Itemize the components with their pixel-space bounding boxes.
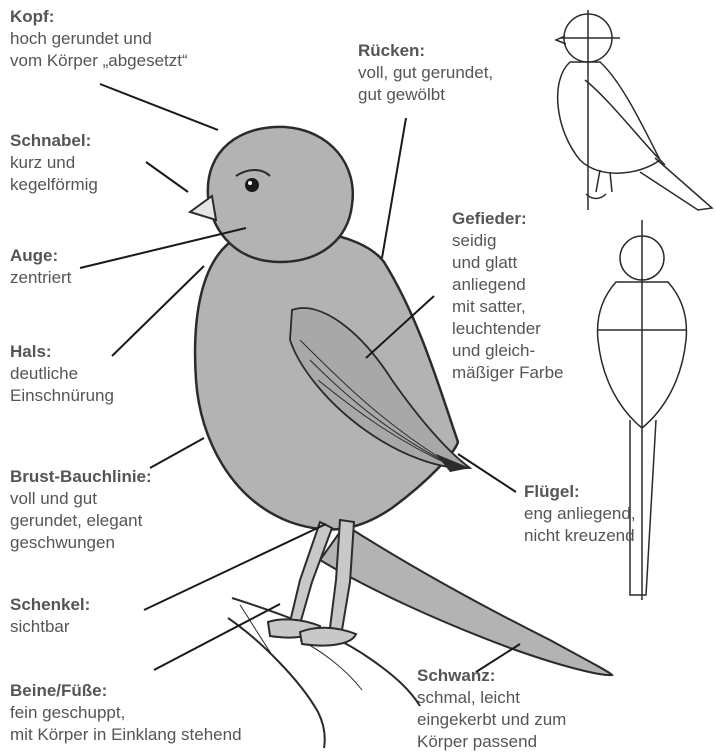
label-gefieder-line-1: seidig bbox=[452, 230, 563, 252]
label-kopf-line-2: vom Körper „abgesetzt“ bbox=[10, 50, 188, 72]
label-schnabel-line-1: kurz und bbox=[10, 152, 98, 174]
bird-head bbox=[208, 127, 353, 262]
label-beine-line-2: mit Körper in Einklang stehend bbox=[10, 724, 242, 746]
bird-tail bbox=[320, 525, 612, 675]
label-brust-line-2: gerundet, elegant bbox=[10, 510, 152, 532]
label-hals-line-1: deutliche bbox=[10, 363, 114, 385]
label-gefieder-line-6: und gleich- bbox=[452, 340, 563, 362]
label-brust-bauchlinie: Brust-Bauchlinie: voll und gut gerundet,… bbox=[10, 466, 152, 554]
construction-sketch-side bbox=[556, 10, 712, 210]
label-ruecken-title: Rücken: bbox=[358, 40, 493, 62]
label-gefieder-title: Gefieder: bbox=[452, 208, 563, 230]
label-fluegel: Flügel: eng anliegend, nicht kreuzend bbox=[524, 481, 636, 547]
label-schwanz-title: Schwanz: bbox=[417, 665, 566, 687]
label-gefieder-line-5: leuchtender bbox=[452, 318, 563, 340]
label-beine-line-1: fein geschuppt, bbox=[10, 702, 242, 724]
label-gefieder-line-3: anliegend bbox=[452, 274, 563, 296]
label-hals-line-2: Einschnürung bbox=[10, 385, 114, 407]
label-gefieder-line-7: mäßiger Farbe bbox=[452, 362, 563, 384]
pointer-ruecken bbox=[382, 118, 406, 258]
label-schnabel-title: Schnabel: bbox=[10, 130, 98, 152]
label-brust-line-1: voll und gut bbox=[10, 488, 152, 510]
label-ruecken: Rücken: voll, gut gerundet, gut gewölbt bbox=[358, 40, 493, 106]
bird-beak bbox=[190, 196, 216, 220]
label-fluegel-title: Flügel: bbox=[524, 481, 636, 503]
label-auge-title: Auge: bbox=[10, 245, 71, 267]
label-fluegel-line-2: nicht kreuzend bbox=[524, 525, 636, 547]
label-hals-title: Hals: bbox=[10, 341, 114, 363]
label-kopf: Kopf: hoch gerundet und vom Körper „abge… bbox=[10, 6, 188, 72]
label-schwanz: Schwanz: schmal, leicht eingekerbt und z… bbox=[417, 665, 566, 753]
perch-branch bbox=[228, 598, 420, 748]
label-beine-fuesse: Beine/Füße: fein geschuppt, mit Körper i… bbox=[10, 680, 242, 746]
label-schwanz-line-1: schmal, leicht bbox=[417, 687, 566, 709]
label-gefieder-line-2: und glatt bbox=[452, 252, 563, 274]
label-schwanz-line-2: eingekerbt und zum bbox=[417, 709, 566, 731]
label-gefieder-line-4: mit satter, bbox=[452, 296, 563, 318]
label-schenkel-title: Schenkel: bbox=[10, 594, 90, 616]
label-auge-line-1: zentriert bbox=[10, 267, 71, 289]
label-schnabel: Schnabel: kurz und kegelförmig bbox=[10, 130, 98, 196]
pointer-beine bbox=[154, 604, 280, 670]
label-schnabel-line-2: kegelförmig bbox=[10, 174, 98, 196]
pointer-brust bbox=[150, 438, 204, 468]
label-auge: Auge: zentriert bbox=[10, 245, 71, 289]
label-schwanz-line-3: Körper passend bbox=[417, 731, 566, 753]
label-brust-line-3: geschwungen bbox=[10, 532, 152, 554]
label-kopf-line-1: hoch gerundet und bbox=[10, 28, 188, 50]
label-beine-title: Beine/Füße: bbox=[10, 680, 242, 702]
bird-legs bbox=[268, 520, 356, 646]
pointer-fluegel bbox=[458, 454, 516, 492]
label-ruecken-line-1: voll, gut gerundet, bbox=[358, 62, 493, 84]
label-schenkel-line-1: sichtbar bbox=[10, 616, 90, 638]
label-kopf-title: Kopf: bbox=[10, 6, 188, 28]
pointer-hals bbox=[112, 266, 204, 356]
label-hals: Hals: deutliche Einschnürung bbox=[10, 341, 114, 407]
pointer-schnabel bbox=[146, 162, 188, 192]
pointer-kopf bbox=[100, 84, 218, 130]
label-schenkel: Schenkel: sichtbar bbox=[10, 594, 90, 638]
label-fluegel-line-1: eng anliegend, bbox=[524, 503, 636, 525]
label-brust-title: Brust-Bauchlinie: bbox=[10, 466, 152, 488]
label-gefieder: Gefieder: seidig und glatt anliegend mit… bbox=[452, 208, 563, 384]
label-ruecken-line-2: gut gewölbt bbox=[358, 84, 493, 106]
